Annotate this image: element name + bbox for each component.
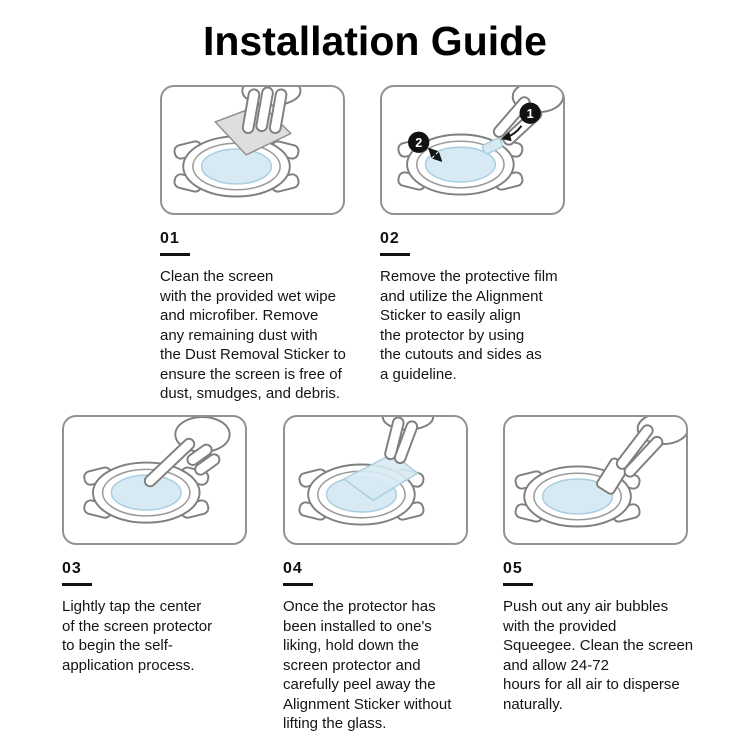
double-arrow-icon [427,147,443,163]
step-description: Push out any air bubbles with the provid… [503,598,694,713]
step-02-illustration: 1 2 [397,87,563,196]
tapping-finger-icon [143,417,231,488]
step-02-illustration-panel: 1 2 [380,85,565,215]
step-04-illustration [298,417,435,526]
step-number-underline [283,583,313,586]
badge-2: 2 [408,131,430,153]
svg-text:1: 1 [527,107,534,121]
step-number-underline [160,253,190,256]
step-number: 01 [160,230,180,247]
step-number: 05 [503,560,523,577]
step-05: 05 Push out any air bubbles with the pro… [503,415,718,714]
step-05-illustration [514,417,686,528]
step-03-illustration [83,417,231,524]
step-04: 04 Once the protector has been installed… [283,415,498,734]
step-number-underline [380,253,410,256]
step-description: Remove the protective film and utilize t… [380,268,558,383]
step-01: 01 Clean the screen with the provided we… [160,85,375,404]
step-description: Clean the screen with the provided wet w… [160,268,346,402]
watch-protector-icon [514,465,641,528]
badge-1: 1 [519,102,541,124]
hand-icon [241,87,302,135]
step-03: 03 Lightly tap the center of the screen … [62,415,277,675]
hand-icon [615,417,686,478]
svg-text:2: 2 [415,136,422,150]
watch-protector-icon [83,461,210,524]
alignment-sticker-tab-icon [481,137,503,155]
curved-arrow-icon [501,125,523,142]
page-title: Installation Guide [203,18,547,64]
watch-protector-icon [173,135,300,198]
step-05-illustration-panel [503,415,688,545]
step-description: Lightly tap the center of the screen pro… [62,598,213,674]
step-number: 03 [62,560,82,577]
step-number-underline [503,583,533,586]
step-01-illustration [173,87,302,198]
step-number-underline [62,583,92,586]
step-03-illustration-panel [62,415,247,545]
step-number: 02 [380,230,400,247]
step-02: 1 2 02 Remove the protective film and ut… [380,85,595,384]
peeling-film-icon [342,452,419,502]
step-04-illustration-panel [283,415,468,545]
pinching-hand-icon [381,417,435,465]
step-01-illustration-panel [160,85,345,215]
step-description: Once the protector has been installed to… [283,598,452,732]
step-number: 04 [283,560,303,577]
